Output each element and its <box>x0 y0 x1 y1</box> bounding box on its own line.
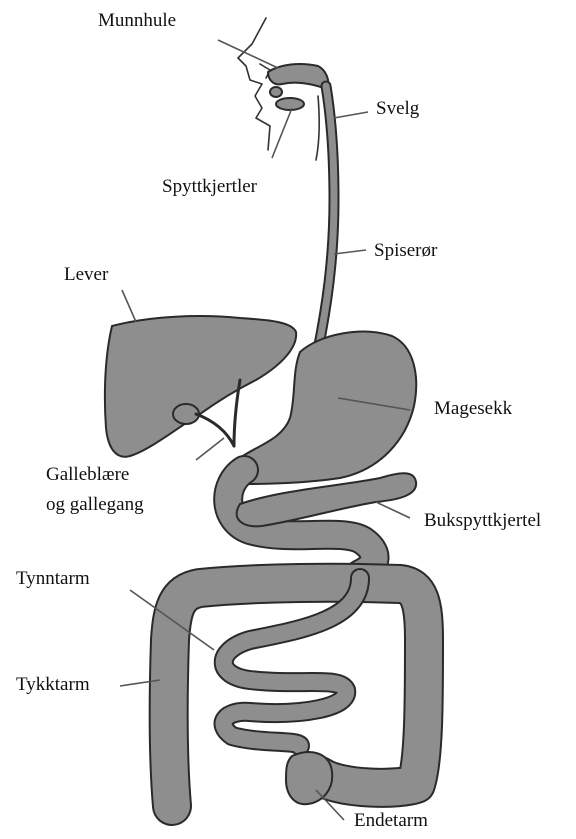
label-tynntarm: Tynntarm <box>16 568 90 590</box>
label-bukspyttkjertel: Bukspyttkjertel <box>424 510 541 532</box>
leader-munnhule <box>218 40 278 68</box>
esophagus <box>318 86 334 350</box>
label-magesekk: Magesekk <box>434 398 512 420</box>
salivary-glands <box>270 87 304 110</box>
label-tykktarm: Tykktarm <box>16 674 90 696</box>
head-outline <box>238 18 333 160</box>
leader-svelg <box>334 112 368 118</box>
label-galleblaere-line1: Galleblære <box>46 464 129 486</box>
leader-bukspyttkjertel <box>376 502 410 518</box>
label-svelg: Svelg <box>376 98 419 120</box>
leader-spyttkjertler <box>272 108 292 158</box>
label-spyttkjertler: Spyttkjertler <box>162 176 257 198</box>
label-endetarm: Endetarm <box>354 810 428 832</box>
label-galleblaere-line2: og gallegang <box>46 494 144 516</box>
label-lever: Lever <box>64 264 108 286</box>
label-spiseror: Spiserør <box>374 240 437 262</box>
label-munnhule: Munnhule <box>98 10 176 32</box>
leader-lever <box>122 290 136 322</box>
leader-galleblaere <box>196 438 224 460</box>
leader-spiseror <box>334 250 366 254</box>
liver <box>105 316 296 457</box>
